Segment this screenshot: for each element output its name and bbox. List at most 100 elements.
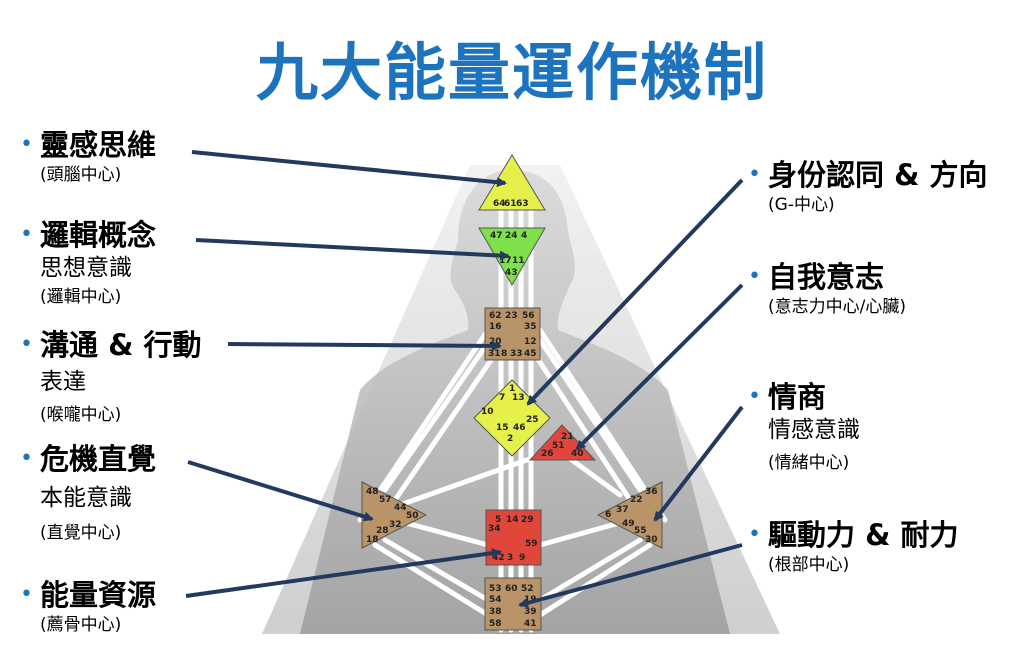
arrow-root-center (518, 543, 743, 608)
arrow-head-center (191, 150, 507, 188)
gate-61: 61 (504, 199, 517, 209)
label-small: (直覺中心) (40, 523, 122, 543)
arrow-spleen-center (187, 460, 374, 522)
label-sacral-center: • 能量資源 (薦骨中心) (20, 578, 157, 638)
gate-32: 32 (389, 520, 402, 530)
gate-43: 43 (505, 268, 518, 278)
gate-14: 14 (506, 515, 519, 525)
label-small: (邏輯中心) (40, 287, 122, 307)
gate-2: 2 (507, 434, 513, 444)
bullet-icon: • (748, 384, 761, 409)
label-root-center: • 驅動力 & 耐力 (根部中心) (748, 518, 958, 578)
gate-19: 19 (524, 595, 537, 605)
gate-52: 52 (521, 584, 534, 594)
label-main: 邏輯概念 (40, 218, 157, 252)
label-solar-plexus-center: • 情商 情感意識 (情緒中心) (748, 380, 860, 476)
label-small: (薦骨中心) (40, 615, 122, 635)
channels (357, 207, 668, 633)
gate-49: 49 (622, 519, 635, 529)
label-main: 能量資源 (40, 578, 157, 612)
gate-28: 28 (376, 526, 389, 536)
label-small: (根部中心) (768, 555, 850, 575)
bullet-icon: • (748, 522, 761, 547)
root-center (484, 577, 542, 631)
gate-5: 5 (495, 515, 501, 525)
gate-22: 22 (630, 495, 643, 505)
label-head-center: • 靈感思維 (頭腦中心) (20, 128, 157, 188)
gate-labels: 64 61 63 47 24 4 17 11 43 62 23 56 16 35… (366, 199, 658, 629)
gate-8: 8 (501, 349, 507, 359)
bullet-icon: • (20, 132, 33, 157)
gate-7: 7 (499, 393, 505, 403)
label-small: (G-中心) (768, 195, 835, 215)
gate-55: 55 (634, 526, 647, 536)
label-main: 情商 (768, 380, 827, 414)
gate-10: 10 (481, 407, 494, 417)
label-main: 身份認同 & 方向 (768, 158, 988, 192)
label-throat-center: • 溝通 & 行動 表達 (喉嚨中心) (20, 328, 202, 428)
label-small: (頭腦中心) (40, 165, 122, 185)
gate-33: 33 (510, 349, 523, 359)
gate-30: 30 (645, 535, 658, 545)
gate-46: 46 (513, 423, 526, 433)
bullet-icon: • (20, 446, 33, 471)
bullet-icon: • (20, 582, 33, 607)
gate-44: 44 (394, 503, 407, 513)
gate-17: 17 (499, 256, 512, 266)
gate-53: 53 (489, 584, 502, 594)
gate-1: 1 (509, 384, 515, 394)
gate-40: 40 (571, 449, 584, 459)
gate-9: 9 (519, 553, 525, 563)
gate-6: 6 (605, 510, 611, 520)
label-main: 溝通 & 行動 (40, 328, 202, 362)
pointer-arrows (185, 150, 744, 608)
gate-13: 13 (512, 393, 525, 403)
gate-18: 18 (366, 535, 379, 545)
bullet-icon: • (748, 264, 761, 289)
gate-11: 11 (512, 256, 525, 266)
gate-56: 56 (522, 311, 535, 321)
arrow-throat-center (227, 340, 502, 351)
gate-12: 12 (524, 337, 537, 347)
gate-47: 47 (490, 231, 503, 241)
label-main: 靈感思維 (40, 128, 157, 162)
gate-59: 59 (525, 539, 538, 549)
gate-3: 3 (507, 553, 513, 563)
gate-41: 41 (524, 619, 537, 629)
throat-center (484, 307, 541, 361)
label-ajna-center: • 邏輯概念 思想意識 (邏輯中心) (20, 218, 157, 310)
gate-15: 15 (496, 423, 509, 433)
label-sub: 本能意識 (40, 485, 132, 511)
gate-62: 62 (489, 311, 502, 321)
arrow-heart-center (575, 283, 744, 451)
gate-60: 60 (505, 584, 518, 594)
label-g-center: • 身份認同 & 方向 (G-中心) (748, 158, 988, 218)
gate-34: 34 (488, 524, 501, 534)
gate-16: 16 (489, 322, 502, 332)
gate-35: 35 (524, 322, 537, 332)
gate-51: 51 (552, 441, 565, 451)
page-title: 九大能量運作機制 (255, 36, 768, 109)
bullet-icon: • (20, 332, 33, 357)
gate-48: 48 (366, 487, 379, 497)
gate-38: 38 (489, 607, 502, 617)
gate-21: 21 (561, 432, 574, 442)
arrow-ajna-center (195, 238, 510, 261)
arrow-sacral-center (185, 548, 502, 598)
gate-39: 39 (524, 607, 537, 617)
label-sub: 思想意識 (40, 255, 132, 281)
bullet-icon: • (20, 222, 33, 247)
gate-25: 25 (526, 415, 539, 425)
label-small: (情緒中心) (768, 453, 850, 473)
gate-26: 26 (541, 449, 554, 459)
gate-58: 58 (489, 619, 502, 629)
gate-63: 63 (516, 199, 529, 209)
gate-50: 50 (406, 511, 419, 521)
gate-29: 29 (521, 515, 534, 525)
gate-4: 4 (521, 231, 527, 241)
gate-64: 64 (493, 199, 506, 209)
label-spleen-center: • 危機直覺 本能意識 (直覺中心) (20, 442, 156, 546)
label-sub: 表達 (40, 369, 86, 395)
gate-45: 45 (524, 349, 537, 359)
